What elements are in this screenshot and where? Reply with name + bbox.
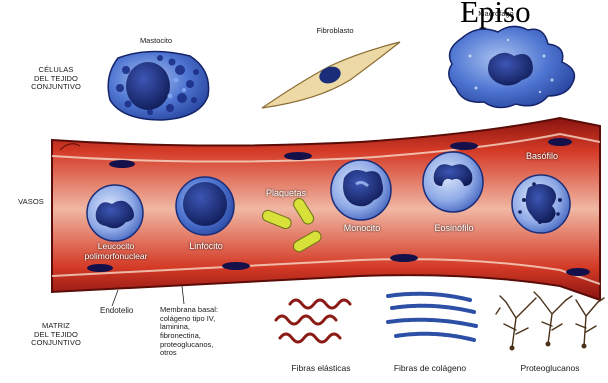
eosinophil-cell	[423, 152, 483, 212]
leukocyte-label: Leucocito polimorfonuclear	[76, 242, 156, 262]
mastocyte-label: Mastocito	[126, 37, 186, 46]
leukocyte-pmn-cell	[87, 185, 143, 241]
proteoglycans	[496, 292, 604, 348]
eosinophil-label: Eosinófilo	[424, 223, 484, 233]
monocyte-label: Monocito	[334, 223, 390, 233]
section-connective-cells-label: CÉLULAS DEL TEJIDO CONJUNTIVO	[20, 66, 92, 92]
basophil-label: Basófilo	[514, 151, 570, 161]
leukocyte-label-line2: polimorfonuclear	[76, 252, 156, 262]
proteoglycans-label: Proteoglucanos	[500, 364, 600, 374]
section-matrix-label: MATRIZ DEL TEJIDO CONJUNTIVO	[20, 322, 92, 348]
basophil-cell	[512, 175, 570, 233]
lymphocyte-label: Linfocito	[176, 241, 236, 251]
fibroblast-label: Fibroblasto	[300, 27, 370, 36]
elastic-fibers	[276, 300, 350, 342]
basal-membrane-pointer	[182, 286, 184, 304]
collagen-fibers	[388, 294, 476, 340]
basal-membrane-label: Membrana basal: colágeno tipo IV, lamini…	[160, 306, 218, 358]
basal-membrane-line6: otros	[160, 349, 218, 358]
section-matrix-line3: CONJUNTIVO	[20, 339, 92, 348]
collagen-fibers-label: Fibras de colágeno	[380, 364, 480, 374]
proteoglycan-nodes	[510, 342, 587, 351]
macrophage-label: Macrófago	[466, 10, 526, 19]
monocyte-cell	[331, 160, 391, 220]
fibroblast-cell	[262, 42, 400, 108]
lymphocyte-cell	[176, 177, 234, 235]
endothelium-label: Endotelio	[100, 306, 133, 315]
section-connective-cells-line3: CONJUNTIVO	[20, 83, 92, 92]
section-vessels-label: VASOS	[8, 198, 54, 207]
platelets-label: Plaquetas	[256, 188, 316, 198]
elastic-fibers-label: Fibras elásticas	[276, 364, 366, 374]
endothelium-pointer	[112, 290, 118, 306]
mastocyte-cell	[108, 51, 208, 120]
macrophage-cell	[449, 26, 575, 107]
